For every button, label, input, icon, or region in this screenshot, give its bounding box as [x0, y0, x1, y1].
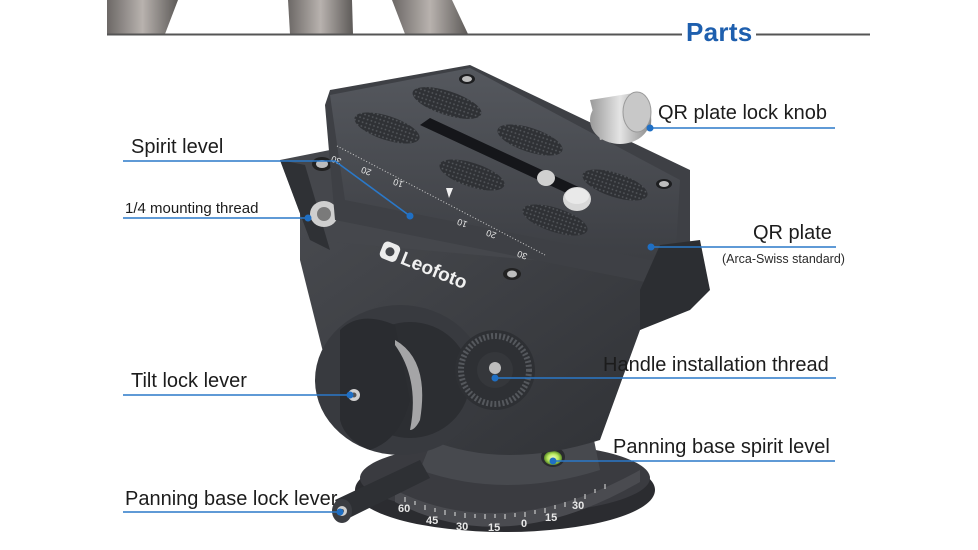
leader-dot: [549, 457, 557, 465]
callout-panning-base-lock-lever: Panning base lock lever: [125, 488, 338, 510]
leader-dot: [336, 508, 344, 516]
panning-scale-tick: 15: [545, 512, 557, 524]
leader-dot: [491, 374, 499, 382]
leader-lines: [123, 127, 836, 513]
panning-scale-tick: 30: [456, 521, 468, 533]
callout-mounting-thread: 1/4 mounting thread: [125, 200, 259, 217]
callout-qr-plate-lock-knob: QR plate lock knob: [658, 102, 827, 124]
callout-qr-plate: QR plate: [753, 222, 832, 244]
leader-line-spirit-level: [123, 160, 411, 217]
leader-dot: [646, 124, 654, 132]
leader-dot: [647, 243, 655, 251]
tripod-legs: [107, 0, 468, 34]
qr-plate-lock-knob-part: [590, 91, 652, 144]
clamp-side-right: [640, 240, 710, 330]
callout-spirit-level: Spirit level: [131, 136, 224, 158]
leader-dot: [304, 214, 312, 222]
callout-panning-base-spirit-level: Panning base spirit level: [613, 436, 830, 458]
callout-tilt-lock-lever: Tilt lock lever: [131, 370, 247, 392]
panning-scale: 60 45 30 15 0 15 30: [398, 500, 584, 534]
leader-dots: [304, 124, 655, 516]
panning-scale-tick: 0: [521, 518, 527, 530]
leader-dot: [406, 212, 414, 220]
leader-dot: [346, 391, 354, 399]
qr-scale-tick: 30: [516, 249, 529, 262]
panning-scale-tick: 30: [572, 500, 584, 512]
callout-qr-plate-sublabel: (Arca-Swiss standard): [722, 252, 845, 266]
panning-scale-tick: 45: [426, 515, 438, 527]
page-title: Parts: [686, 17, 753, 47]
panning-scale-tick: 60: [398, 503, 410, 515]
panning-scale-tick: 15: [488, 522, 500, 534]
qr-scale-tick: 20: [360, 165, 373, 178]
callout-handle-installation-thread: Handle installation thread: [603, 354, 829, 376]
qr-scale-tick: 20: [485, 228, 498, 241]
qr-plate-part: 30 20 10 10 20 30: [325, 65, 690, 285]
qr-scale-tick: 10: [456, 217, 469, 230]
